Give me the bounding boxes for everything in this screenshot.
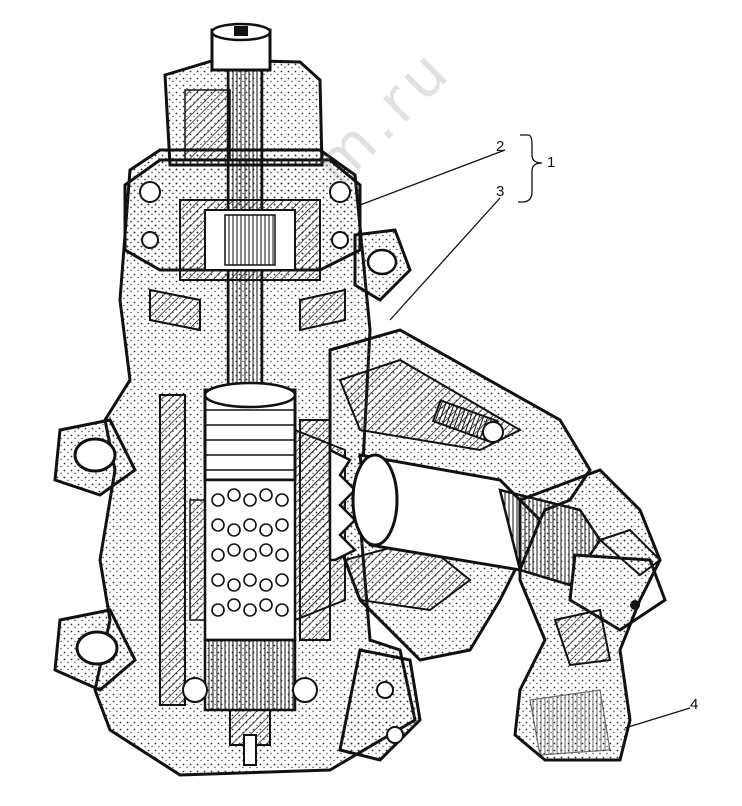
adjusting-screw: [431, 399, 504, 443]
label-4: 4: [690, 696, 699, 713]
leader-lines: [359, 134, 691, 729]
mounting-boss-upper: [53, 418, 137, 497]
piston-nut: [203, 381, 346, 622]
pitman-arm: [513, 468, 662, 762]
mounting-boss-lower: [53, 608, 137, 692]
ball-screw: [189, 478, 297, 642]
label-3: 3: [496, 183, 505, 200]
mounting-boss-right: [353, 228, 412, 302]
control-valve: [149, 199, 346, 332]
label-1: 1: [547, 154, 556, 171]
label-2: 2: [496, 138, 505, 155]
lower-bearing: [182, 638, 318, 766]
bottom-flange: [338, 648, 422, 762]
